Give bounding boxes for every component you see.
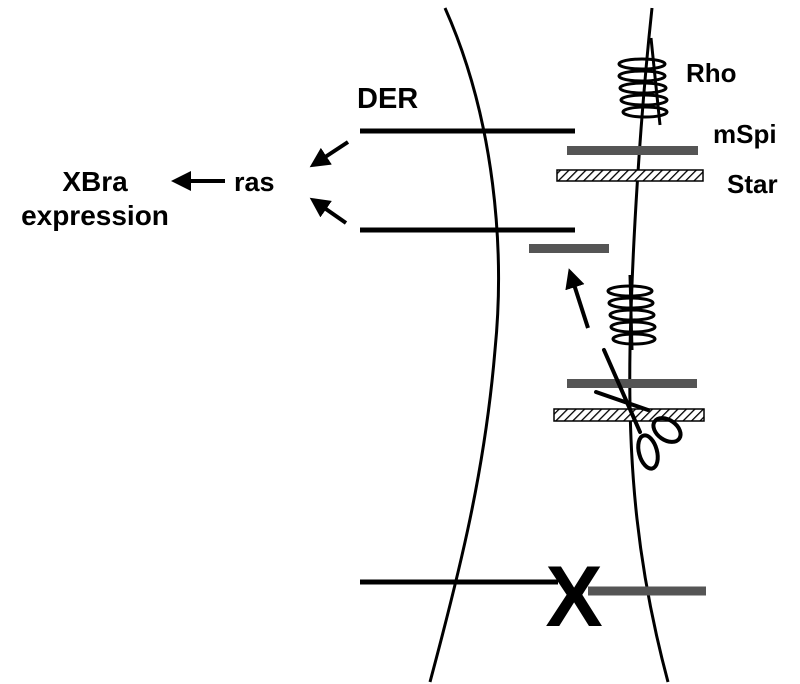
ras-label: ras xyxy=(234,167,275,197)
der-to-ras-arrow-upper xyxy=(309,140,350,168)
scissors-icon xyxy=(594,348,683,471)
blocked-cross-mark: X xyxy=(545,549,602,645)
xbra-label: XBra xyxy=(62,166,128,197)
star-label: Star xyxy=(727,169,778,199)
rho-helix-icon xyxy=(617,37,669,126)
rho-helix-middle-icon xyxy=(606,274,657,351)
star-bar-top xyxy=(556,169,704,182)
membrane-left-boundary xyxy=(428,7,500,683)
mspi-label: mSpi xyxy=(713,119,777,149)
mspi-bar-middle xyxy=(567,379,697,388)
released-spitz-bar xyxy=(529,244,609,253)
rho-label: Rho xyxy=(686,58,737,88)
expression-label: expression xyxy=(21,200,169,231)
der-to-ras-arrow-lower xyxy=(309,197,348,225)
release-arrow-icon xyxy=(565,268,590,329)
mspi-bar-top xyxy=(567,146,698,155)
der-label: DER xyxy=(357,83,418,115)
